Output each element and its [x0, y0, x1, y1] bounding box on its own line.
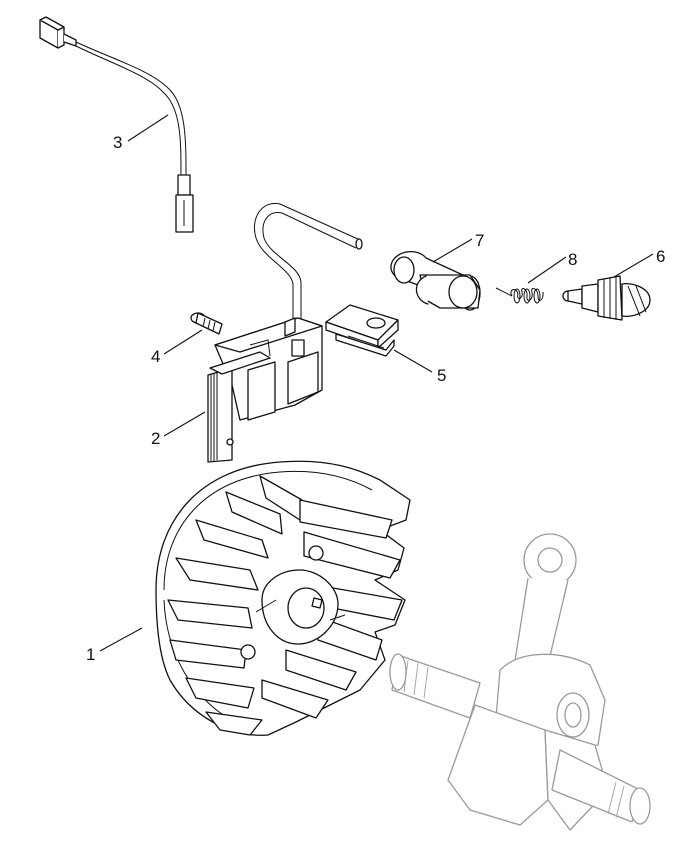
callout-2: 2	[151, 429, 160, 448]
part-5-grommet	[325, 304, 399, 357]
part-3-ignition-lead	[39, 16, 194, 233]
callout-labels: 3 4 2 5 7 8 6 1	[86, 133, 665, 664]
crankshaft-reference	[389, 533, 651, 831]
leader-5	[393, 349, 433, 373]
leader-3	[127, 114, 169, 142]
callout-6: 6	[656, 247, 665, 266]
part-7-plug-cap	[390, 251, 481, 311]
leader-4	[163, 329, 203, 355]
callout-8: 8	[568, 250, 577, 269]
part-4-bolt	[190, 312, 223, 335]
leader-8	[527, 256, 567, 284]
callout-5: 5	[437, 366, 446, 385]
leader-6	[613, 253, 654, 278]
part-6-spark-plug	[562, 275, 651, 321]
leader-lines	[99, 114, 654, 652]
leader-7	[432, 238, 473, 263]
part-8-spring	[495, 287, 544, 304]
part-1-flywheel	[155, 460, 411, 736]
callout-7: 7	[475, 231, 484, 250]
callout-4: 4	[151, 347, 160, 366]
leader-1	[99, 627, 143, 652]
callout-1: 1	[86, 645, 95, 664]
part-2-ignition-coil	[207, 202, 363, 463]
leader-2	[163, 411, 206, 437]
callout-3: 3	[113, 133, 122, 152]
